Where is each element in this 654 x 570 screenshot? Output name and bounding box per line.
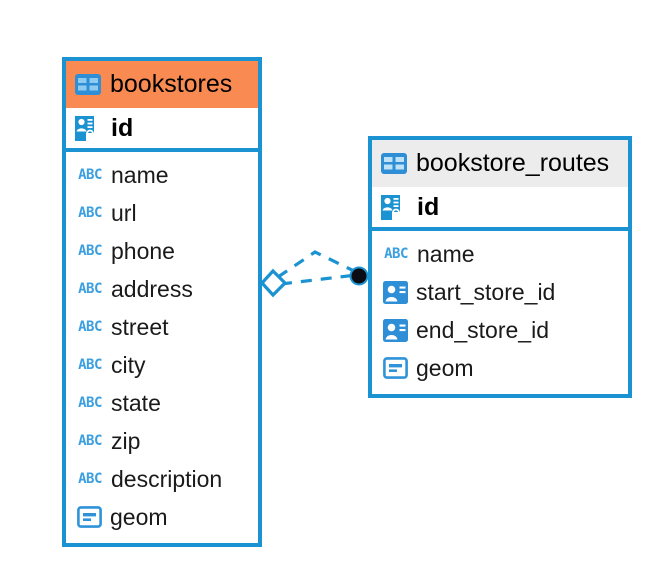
diamond-marker [259, 268, 288, 298]
field-row-primary-key[interactable]: id [66, 108, 258, 152]
field-label: url [111, 199, 137, 226]
abc-text-icon: ABC [78, 281, 102, 297]
foreign-key-icon [383, 280, 408, 304]
geometry-icon [77, 506, 102, 528]
filled-circle-marker [349, 266, 369, 286]
abc-text-icon: ABC [78, 357, 102, 373]
field-row-zip[interactable]: ABC zip [66, 422, 258, 460]
field-label: start_store_id [416, 278, 556, 305]
field-label: address [111, 275, 193, 302]
field-label: city [111, 351, 146, 378]
entity-bookstores[interactable]: bookstores id ABC [62, 57, 262, 547]
field-list-bookstore-routes: ABC name start_store_id [372, 231, 628, 393]
field-list-bookstores: ABC name ABC url ABC phone ABC address A… [66, 152, 258, 542]
abc-text-icon: ABC [78, 243, 102, 259]
field-row-name[interactable]: ABC name [66, 156, 258, 194]
field-label: end_store_id [416, 316, 549, 343]
table-icon [75, 74, 101, 95]
field-label: street [111, 313, 169, 340]
field-row-url[interactable]: ABC url [66, 194, 258, 232]
entity-title: bookstores [110, 70, 233, 98]
entity-header-bookstores[interactable]: bookstores [66, 61, 258, 108]
abc-text-icon: ABC [78, 205, 102, 221]
field-row-end-store-id[interactable]: end_store_id [372, 311, 628, 349]
abc-text-icon: ABC [78, 471, 102, 487]
entity-title: bookstore_routes [416, 149, 610, 177]
field-label: id [417, 192, 440, 221]
abc-text-icon: ABC [78, 433, 102, 449]
field-label: phone [111, 237, 175, 264]
abc-text-icon: ABC [78, 319, 102, 335]
field-label: geom [416, 354, 474, 381]
abc-text-icon: ABC [78, 395, 102, 411]
field-label: description [111, 465, 223, 492]
abc-text-icon: ABC [78, 167, 102, 183]
field-label: geom [110, 503, 168, 530]
field-label: zip [111, 427, 141, 454]
field-row-state[interactable]: ABC state [66, 384, 258, 422]
field-row-phone[interactable]: ABC phone [66, 232, 258, 270]
geometry-icon [383, 357, 408, 379]
field-label: id [111, 113, 134, 142]
field-label: name [417, 240, 475, 267]
foreign-key-icon [383, 318, 408, 342]
field-label: state [111, 389, 161, 416]
table-icon [381, 153, 407, 174]
field-row-city[interactable]: ABC city [66, 346, 258, 384]
entity-header-bookstore-routes[interactable]: bookstore_routes [372, 140, 628, 187]
primary-key-icon [381, 194, 408, 221]
field-row-street[interactable]: ABC street [66, 308, 258, 346]
field-row-primary-key[interactable]: id [372, 187, 628, 231]
field-row-start-store-id[interactable]: start_store_id [372, 273, 628, 311]
abc-text-icon: ABC [384, 246, 408, 262]
relationship-line-lower [280, 273, 357, 286]
field-label: name [111, 161, 169, 188]
field-row-geom[interactable]: geom [66, 498, 258, 536]
field-row-name[interactable]: ABC name [372, 235, 628, 273]
relationship-line-upper [277, 250, 355, 279]
entity-bookstore-routes[interactable]: bookstore_routes id ABC [368, 136, 632, 398]
field-row-address[interactable]: ABC address [66, 270, 258, 308]
primary-key-icon [75, 115, 102, 142]
field-row-geom[interactable]: geom [372, 349, 628, 387]
field-row-description[interactable]: ABC description [66, 460, 258, 498]
